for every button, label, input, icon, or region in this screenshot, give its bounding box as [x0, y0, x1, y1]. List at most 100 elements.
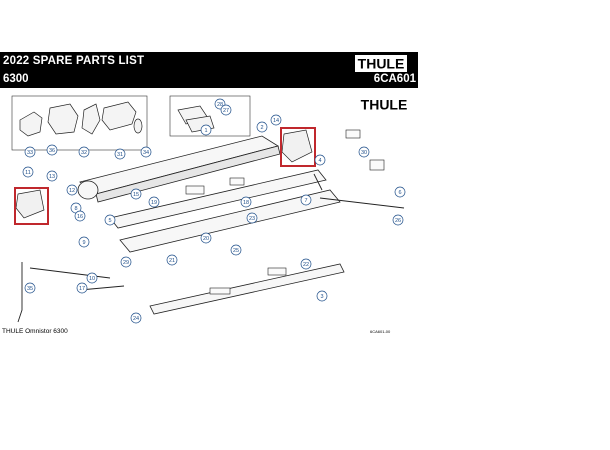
callout-circle-12	[66, 184, 78, 196]
callout-number-6: 6	[398, 190, 401, 196]
sheet-title: 2022 SPARE PARTS LIST	[3, 55, 145, 67]
callout-23: 23	[246, 212, 258, 224]
callout-circle-16	[74, 210, 86, 222]
fitting-part-15	[229, 177, 245, 186]
callout-circle-11	[22, 166, 34, 178]
callout-24: 24	[130, 312, 142, 324]
callout-1: 1	[200, 124, 212, 136]
callout-number-25: 25	[233, 248, 239, 254]
fitting-part-22	[267, 267, 287, 276]
callout-circle-21	[166, 254, 178, 266]
callout-circle-2	[256, 121, 268, 133]
callout-circle-29	[120, 256, 132, 268]
callout-11: 11	[22, 166, 34, 178]
callout-number-3: 3	[320, 294, 323, 300]
callout-circle-13	[46, 170, 58, 182]
fitting-part-24	[209, 287, 231, 295]
callout-circle-24	[130, 312, 142, 324]
callout-30: 30	[358, 146, 370, 158]
callout-circle-15	[130, 188, 142, 200]
thule-logo-header: THULE	[355, 55, 407, 72]
model-number: 6300	[3, 73, 29, 85]
callout-29: 29	[120, 256, 132, 268]
callout-number-27: 27	[223, 108, 229, 114]
cap-part-34	[133, 118, 143, 134]
callout-number-32: 32	[81, 150, 87, 156]
callout-circle-18	[240, 196, 252, 208]
callout-26: 26	[392, 214, 404, 226]
cassette-end-left	[77, 180, 99, 200]
callout-number-1: 1	[204, 128, 207, 134]
callout-number-34: 34	[143, 150, 149, 156]
callout-number-14: 14	[273, 118, 279, 124]
parts-list-code: 6CA601	[373, 73, 416, 85]
callout-number-23: 23	[249, 216, 255, 222]
callout-number-36: 36	[49, 148, 55, 154]
arm-right-joint	[313, 173, 323, 191]
callout-number-35: 35	[27, 286, 33, 292]
callout-number-22: 22	[303, 262, 309, 268]
holder-part-32	[81, 103, 101, 135]
cassette-housing-part-1	[79, 135, 279, 195]
callout-circle-33	[24, 146, 36, 158]
callout-number-7: 7	[304, 198, 307, 204]
callout-circle-32	[78, 146, 90, 158]
callout-15: 15	[130, 188, 142, 200]
roller-tube-part-3	[119, 189, 341, 253]
thule-logo-diagram: THULE	[361, 97, 408, 113]
callout-number-12: 12	[69, 188, 75, 194]
callout-25: 25	[230, 244, 242, 256]
callout-number-10: 10	[89, 276, 95, 282]
callout-circle-5	[104, 214, 116, 226]
callout-circle-1	[200, 124, 212, 136]
callout-16: 16	[74, 210, 86, 222]
callout-circle-22	[300, 258, 312, 270]
callout-number-9: 9	[82, 240, 85, 246]
callout-17: 17	[76, 282, 88, 294]
callout-circle-26	[392, 214, 404, 226]
callout-number-8: 8	[74, 206, 77, 212]
callout-7: 7	[300, 194, 312, 206]
footer-sheet-code: 6CA601-00	[370, 329, 391, 334]
callout-circle-3	[316, 290, 328, 302]
highlight-box-right	[280, 127, 316, 167]
callout-circle-10	[86, 272, 98, 284]
callout-circle-23	[246, 212, 258, 224]
callout-33: 33	[24, 146, 36, 158]
lead-rail-part-9	[149, 263, 345, 315]
callout-4: 4	[314, 154, 326, 166]
callout-number-11: 11	[25, 170, 31, 176]
callout-34: 34	[140, 146, 152, 158]
callout-circle-30	[358, 146, 370, 158]
callout-number-28: 28	[217, 102, 223, 108]
header-band	[0, 52, 418, 88]
callout-number-4: 4	[318, 158, 321, 164]
arm-right-upper	[319, 197, 405, 209]
handle-part-33	[19, 111, 43, 137]
fitting-part-26	[369, 159, 385, 171]
highlight-box-left	[14, 187, 49, 225]
callout-circle-17	[76, 282, 88, 294]
callout-3: 3	[316, 290, 328, 302]
callout-number-5: 5	[108, 218, 111, 224]
end-cap-right	[281, 129, 313, 163]
front-profile-part-23	[109, 169, 327, 229]
callout-number-33: 33	[27, 150, 33, 156]
callout-19: 19	[148, 196, 160, 208]
callout-circle-4	[314, 154, 326, 166]
callout-32: 32	[78, 146, 90, 158]
callout-circle-35	[24, 282, 36, 294]
callout-6: 6	[394, 186, 406, 198]
fitting-part-18	[185, 185, 205, 195]
callout-9: 9	[78, 236, 90, 248]
callout-10: 10	[86, 272, 98, 284]
callout-number-29: 29	[123, 260, 129, 266]
callout-number-15: 15	[133, 192, 139, 198]
callout-20: 20	[200, 232, 212, 244]
callout-number-18: 18	[243, 200, 249, 206]
callout-number-16: 16	[77, 214, 83, 220]
callout-13: 13	[46, 170, 58, 182]
